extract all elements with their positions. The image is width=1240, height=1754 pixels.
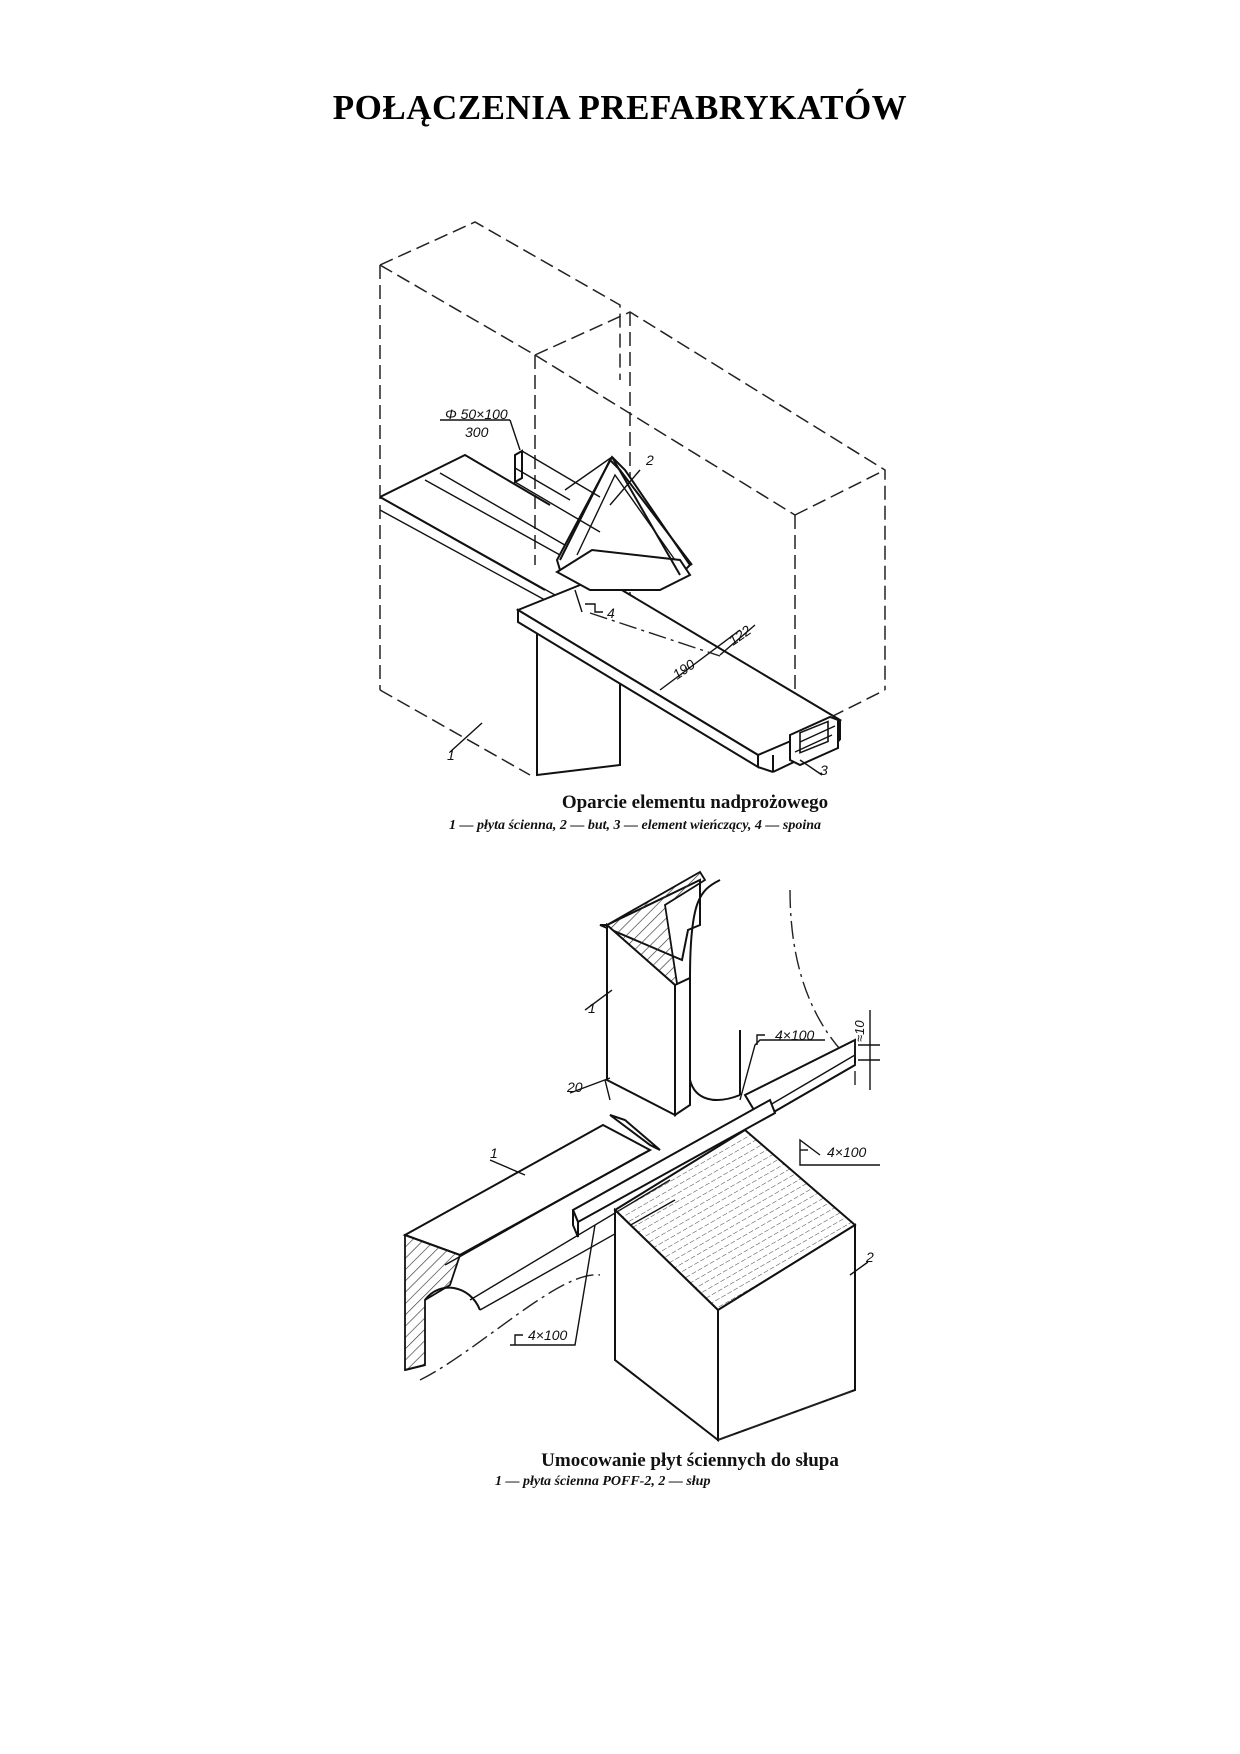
wall-ledge: [379, 453, 571, 601]
leader-3: [799, 759, 823, 776]
page-title: POŁĄCZENIA PREFABRYKATÓW: [332, 88, 908, 127]
wall-panel-outline-left: [379, 221, 621, 776]
crowning-element-3: [789, 715, 839, 767]
figure-1-caption: Oparcie elementu nadprożowego: [561, 792, 829, 813]
weld-symbols: [489, 989, 880, 1346]
label-spacing: 300: [465, 424, 489, 440]
figure-2-caption: Umocowanie płyt ściennych do słupa: [541, 1450, 839, 1471]
column-2: [613, 1128, 857, 1443]
wall-plate-horizontal: [402, 1123, 676, 1381]
label-weld-top: 4×100: [775, 1027, 815, 1043]
wall-plate-right: [743, 1038, 856, 1122]
label-1-horizontal: 1: [490, 1145, 498, 1161]
label-1: 1: [447, 747, 455, 763]
label-1-vertical: 1: [588, 1000, 596, 1016]
label-3: 3: [820, 762, 828, 778]
label-weld-bottom: 4×100: [528, 1327, 568, 1343]
figure-1-legend: 1 — płyta ścienna, 2 — but, 3 — element …: [448, 818, 822, 833]
label-4: 4: [607, 605, 615, 621]
steel-connector-bar: [571, 1098, 777, 1238]
label-2: 2: [645, 452, 654, 468]
label-dim-20: 20: [566, 1079, 583, 1095]
label-weld-right: 4×100: [827, 1144, 867, 1160]
label-phi: Φ 50×100: [445, 406, 508, 422]
leader-2: [609, 469, 641, 506]
label-dim-122: 122: [726, 622, 754, 649]
label-gap: ≈10: [852, 1020, 867, 1042]
dimension-lines: [440, 419, 756, 691]
label-2-column: 2: [865, 1249, 874, 1265]
bracket-2: [555, 455, 693, 591]
figure-2-legend: 1 — płyta ścienna POFF-2, 2 — słup: [495, 1474, 711, 1489]
wall-plate-vertical: [599, 870, 851, 1117]
anchor-plate: [514, 449, 601, 533]
leader-1: [449, 722, 483, 753]
